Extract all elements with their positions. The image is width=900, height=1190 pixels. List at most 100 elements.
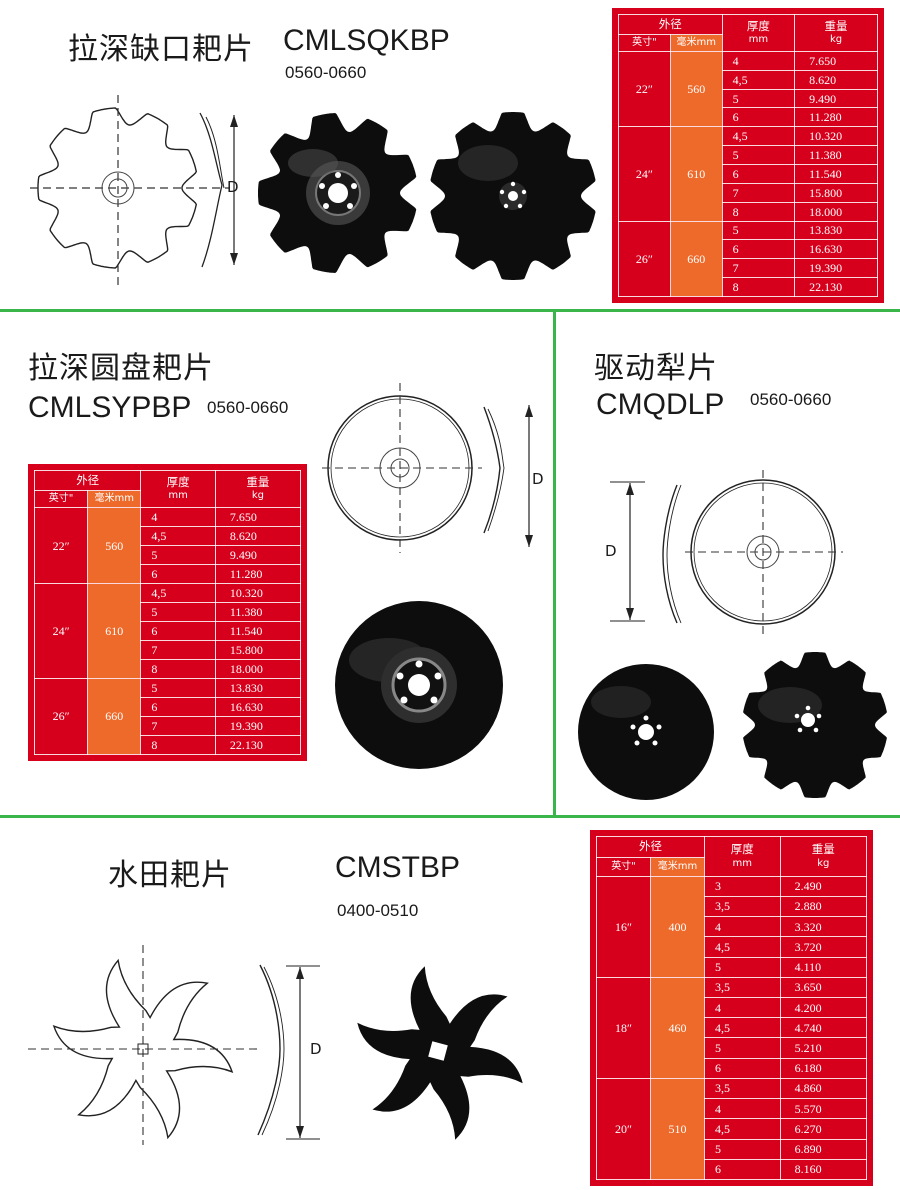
thickness-value: 4	[721, 50, 796, 71]
product-3-d-label: D	[605, 542, 617, 560]
weight-value: 4.200	[779, 996, 868, 1019]
thickness-value: 4	[704, 996, 781, 1019]
weight-value: 16.630	[214, 696, 302, 717]
thickness-value: 8	[721, 201, 796, 222]
size-mm: 460	[650, 976, 705, 1079]
weight-value: 8.620	[214, 526, 302, 547]
weight-value: 11.380	[794, 145, 878, 166]
product-4-range: 0400-0510	[337, 901, 419, 920]
header-outer-diameter: 外径	[596, 835, 705, 859]
thickness-value: 3	[704, 875, 781, 897]
product-4-drawing	[28, 945, 320, 1145]
thickness-value: 6	[140, 621, 216, 641]
weight-value: 10.320	[794, 126, 878, 147]
size-inch: 22″	[33, 507, 89, 585]
weight-value: 22.130	[214, 734, 302, 756]
thickness-value: 5	[721, 145, 796, 166]
size-inch: 26″	[618, 220, 671, 298]
weight-value: 4.860	[779, 1077, 868, 1100]
thickness-value: 3,5	[704, 1077, 781, 1100]
thickness-value: 5	[704, 1138, 781, 1160]
thickness-value: 6	[704, 1158, 781, 1181]
product-4-title-cn: 水田耙片	[108, 858, 232, 893]
product-2-range: 0560-0660	[207, 398, 289, 417]
weight-value: 22.130	[794, 277, 878, 297]
thickness-value: 4,5	[140, 583, 216, 604]
weight-value: 9.490	[794, 88, 878, 109]
size-inch: 16″	[596, 875, 651, 978]
weight-value: 7.650	[794, 50, 878, 71]
thickness-value: 6	[721, 239, 796, 260]
product-1-title-cn: 拉深缺口耙片	[68, 32, 254, 67]
thickness-value: 3,5	[704, 895, 781, 918]
thickness-value: 7	[140, 715, 216, 736]
section-divider-top	[0, 309, 900, 312]
thickness-value: 4,5	[704, 936, 781, 958]
section-divider-bottom	[0, 815, 900, 818]
thickness-value: 8	[721, 277, 796, 297]
weight-value: 6.890	[779, 1138, 868, 1160]
weight-value: 19.390	[214, 715, 302, 736]
thickness-value: 7	[721, 258, 796, 279]
weight-value: 8.620	[794, 69, 878, 90]
thickness-value: 5	[140, 677, 216, 698]
thickness-value: 4	[704, 1098, 781, 1120]
thickness-value: 7	[140, 640, 216, 660]
product-1-d-label: D	[227, 178, 239, 196]
product-3-photo-plain	[578, 664, 714, 800]
header-mm: 毫米mm	[669, 33, 723, 52]
weight-value: 15.800	[214, 640, 302, 660]
size-inch: 18″	[596, 976, 651, 1079]
weight-value: 18.000	[794, 201, 878, 222]
thickness-value: 3,5	[704, 976, 781, 998]
size-inch: 20″	[596, 1077, 651, 1181]
header-mm: 毫米mm	[87, 489, 142, 509]
size-inch: 24″	[618, 126, 671, 222]
product-1-range: 0560-0660	[285, 63, 367, 82]
thickness-value: 5	[704, 956, 781, 978]
weight-value: 3.720	[779, 936, 868, 958]
product-3-photo-notched	[743, 652, 887, 798]
weight-value: 13.830	[214, 677, 302, 698]
weight-value: 2.490	[779, 875, 868, 897]
weight-value: 6.180	[779, 1057, 868, 1079]
product-3-title-cn: 驱动犁片	[594, 351, 718, 386]
weight-value: 11.540	[214, 621, 302, 641]
thickness-value: 5	[140, 602, 216, 623]
product-2-d-label: D	[532, 470, 544, 488]
thickness-value: 4,5	[721, 69, 796, 90]
size-inch: 22″	[618, 50, 671, 128]
weight-value: 4.740	[779, 1017, 868, 1039]
weight-value: 9.490	[214, 545, 302, 566]
header-outer-diameter: 外径	[33, 470, 142, 491]
thickness-value: 6	[721, 107, 796, 128]
product-4-photo	[357, 966, 523, 1140]
weight-value: 10.320	[214, 583, 302, 604]
product-2-drawing	[322, 383, 533, 553]
weight-value: 11.380	[214, 602, 302, 623]
